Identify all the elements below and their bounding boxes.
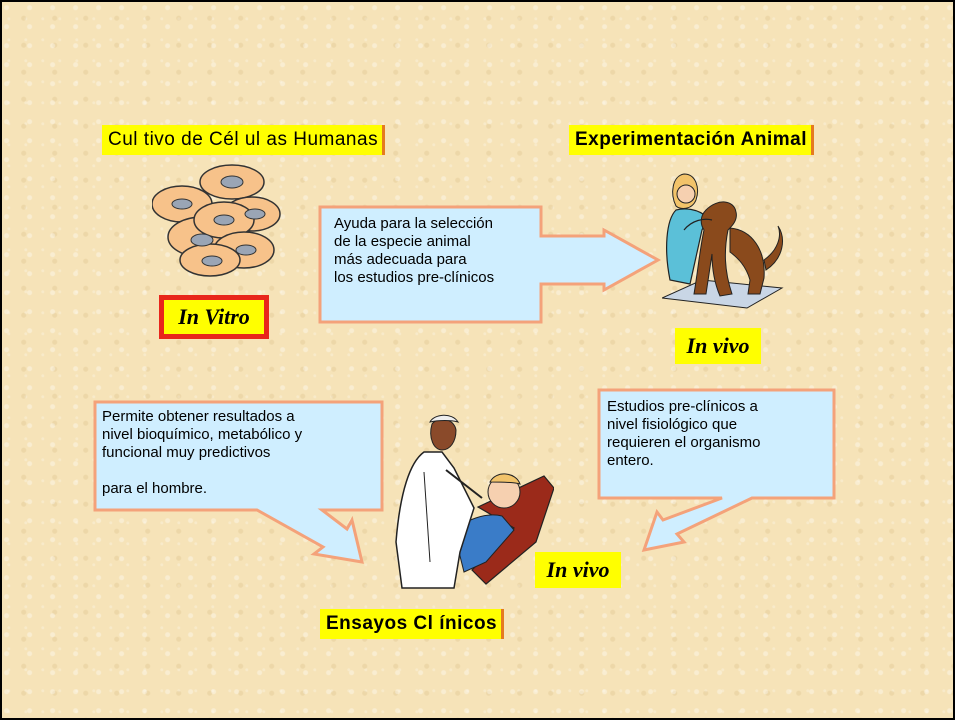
clinical-trials-label: Ensayos Cl ínicos bbox=[320, 609, 503, 639]
nurse-with-dog-icon bbox=[662, 170, 792, 310]
in-vivo-clinical-badge: In vivo bbox=[535, 552, 621, 588]
predictive-results-text: Permite obtener resultados a nivel bioqu… bbox=[102, 408, 382, 498]
in-vivo-animal-badge: In vivo bbox=[675, 328, 761, 364]
cell-culture-label: Cul tivo de Cél ul as Humanas bbox=[102, 125, 384, 155]
species-selection-text: Ayuda para la selección de la especie an… bbox=[334, 215, 544, 287]
in-vitro-badge: In Vitro bbox=[159, 295, 269, 339]
preclinical-studies-text: Estudios pre-clínicos a nivel fisiológic… bbox=[607, 398, 832, 470]
doctor-with-patient-icon bbox=[394, 412, 554, 592]
cells-icon bbox=[152, 162, 282, 277]
animal-experiment-label: Experimentación Animal bbox=[569, 125, 813, 155]
